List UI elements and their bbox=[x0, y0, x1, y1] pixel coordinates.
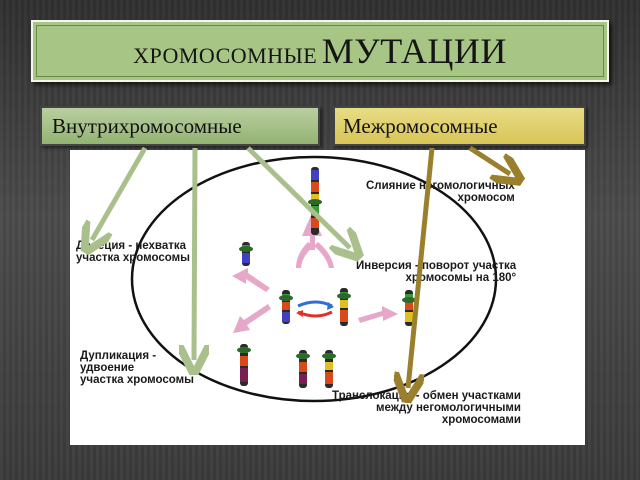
tab-intrachromosomal: Внутрихромосомные bbox=[40, 106, 320, 146]
pink-arrows bbox=[232, 213, 398, 333]
cell-circle bbox=[130, 155, 498, 403]
label-duplication: Дупликация - удвоение участка хромосомы bbox=[80, 350, 194, 386]
slide-title-box: ХРОМОСОМНЫЕ МУТАЦИИ bbox=[31, 20, 609, 82]
arrow-to-translocation bbox=[408, 147, 435, 388]
slide-title-small: ХРОМОСОМНЫЕ bbox=[133, 43, 318, 68]
label-inversion: Инверсия - поворот участка хромосомы на … bbox=[356, 260, 517, 284]
slide-title-big: МУТАЦИИ bbox=[321, 31, 507, 71]
arrow-to-duplication bbox=[194, 147, 195, 360]
tab-interchromosomal: Межромосомные bbox=[333, 106, 586, 146]
arrow-to-deletion bbox=[92, 146, 148, 240]
pink-arrow-curve-left-top bbox=[296, 242, 314, 268]
central-chromosomes bbox=[279, 288, 351, 326]
chromosome-duplication bbox=[237, 344, 251, 386]
chromosome-translocation bbox=[296, 350, 336, 388]
chromosome-inversion bbox=[402, 290, 416, 326]
slide-title: ХРОМОСОМНЫЕ МУТАЦИИ bbox=[133, 30, 507, 72]
pink-arrow-to-duplication bbox=[233, 304, 271, 333]
arrow-to-inversion bbox=[246, 146, 350, 248]
slide-title-frame: ХРОМОСОМНЫЕ МУТАЦИИ bbox=[36, 25, 604, 77]
pink-arrow-to-inversion bbox=[358, 306, 398, 323]
chromosome-deletion bbox=[239, 242, 253, 266]
arrow-to-fusion bbox=[468, 145, 510, 174]
diagram-panel: Слияние негомологичных хромосом Делеция … bbox=[70, 150, 585, 445]
mutation-diagram bbox=[130, 155, 498, 403]
pink-arrow-to-deletion bbox=[232, 268, 270, 292]
label-fusion: Слияние негомологичных хромосом bbox=[366, 180, 515, 204]
